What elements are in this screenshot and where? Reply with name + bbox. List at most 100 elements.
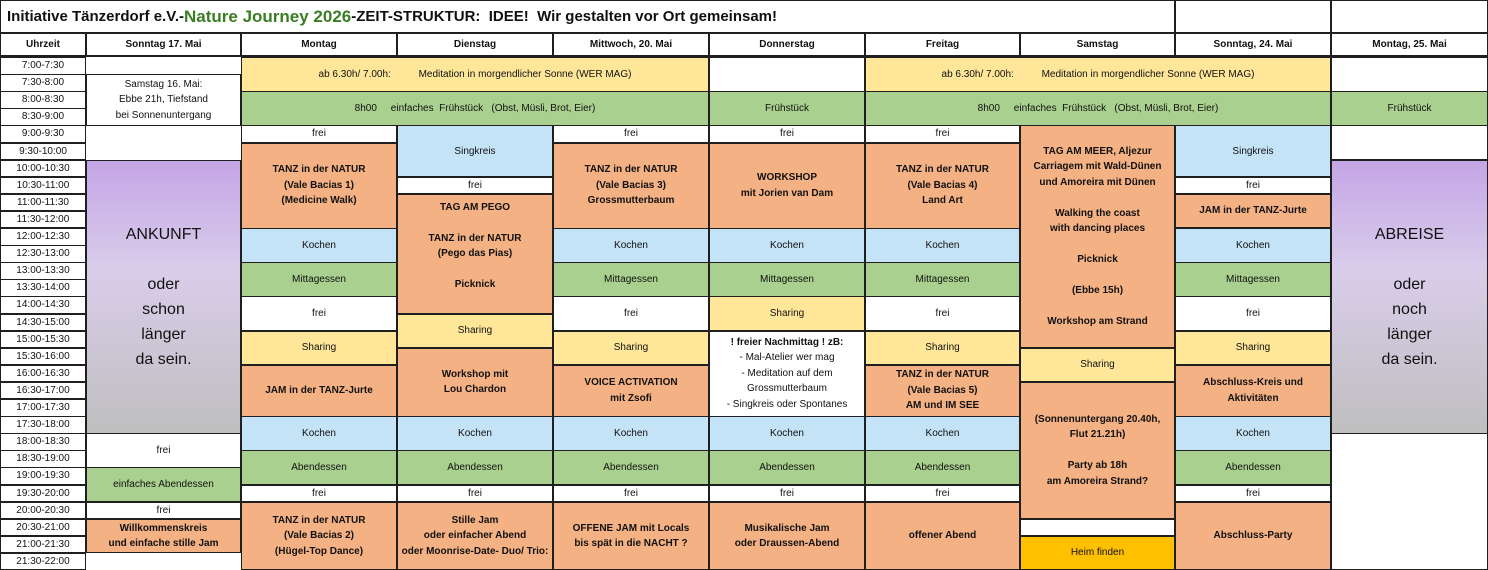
block-line: frei	[624, 307, 638, 319]
block-line	[1096, 520, 1099, 536]
block-line: mit Zsofi	[610, 392, 652, 404]
schedule-block-wed-sharing: Sharing	[553, 330, 709, 366]
block-line: TANZ in der NATUR	[584, 164, 678, 176]
block-line: frei	[312, 487, 326, 499]
schedule-block-wed-frei3: frei	[553, 484, 709, 503]
time-slot: 12:00-12:30	[0, 228, 86, 246]
block-line: (Vale Bacias 3)	[595, 179, 667, 191]
block-line: mit Jorien van Dam	[740, 187, 834, 199]
schedule-block-sun24-frei3: frei	[1175, 484, 1331, 503]
schedule-block-fri-mittag: Mittagessen	[865, 262, 1020, 297]
block-line: frei	[935, 307, 950, 319]
block-line: 8h00 einfaches Frühstück (Obst, Müsli, B…	[977, 102, 1219, 114]
block-line: (Hügel-Top Dance)	[274, 545, 364, 557]
block-line: OFFENE JAM mit Locals	[572, 522, 690, 534]
block-line: - Meditation auf dem	[741, 367, 833, 379]
schedule-block-wed-frei2: frei	[553, 296, 709, 332]
schedule-block-wed-voice: VOICE ACTIVATION mit Zsofi	[553, 364, 709, 417]
time-slot: 16:30-17:00	[0, 381, 86, 400]
time-slot: 20:30-21:00	[0, 518, 86, 537]
block-line: TAG AM PEGO	[440, 201, 510, 213]
block-line: Ebbe 21h, Tiefstand	[119, 94, 208, 106]
schedule-block-fri-frei1: frei	[865, 125, 1020, 143]
time-slot: 8:00-8:30	[0, 91, 86, 109]
schedule-block-thu-abend: Abendessen	[709, 450, 865, 485]
column-header: Sonntag, 24. Mai	[1175, 33, 1331, 57]
schedule-block-sun24-kochen1: Kochen	[1175, 228, 1331, 263]
block-line: frei	[624, 487, 638, 499]
block-line: WORKSHOP	[757, 172, 817, 183]
schedule-block-wed-kochen2: Kochen	[553, 416, 709, 451]
block-line: Walking the coast	[1055, 207, 1140, 219]
block-line	[1408, 135, 1411, 151]
schedule-block-mon-frei1: frei	[241, 125, 397, 143]
block-line: Workshop am Strand	[1047, 316, 1148, 328]
schedule-block-sun24-frei1: frei	[1175, 176, 1331, 195]
block-line: oder Moonrise-Date- Duo/ Trio:	[401, 545, 549, 557]
time-slot: 13:30-14:00	[0, 279, 86, 297]
time-slot: 18:00-18:30	[0, 433, 86, 451]
block-line: frei	[935, 487, 950, 499]
block-line: länger	[1387, 325, 1432, 343]
block-line: - Mal-Atelier wer mag	[739, 352, 835, 364]
block-line: TANZ in der NATUR	[272, 164, 366, 176]
block-line	[1408, 494, 1411, 510]
block-line: Singkreis	[1232, 145, 1274, 157]
block-line: AM und IM SEE	[905, 400, 980, 412]
schedule-block-sun17-frei1: frei	[86, 433, 241, 468]
time-slot: 15:30-16:00	[0, 347, 86, 366]
column-header: Montag	[241, 33, 397, 57]
block-line: frei	[156, 504, 171, 516]
column-header: Freitag	[865, 33, 1020, 57]
block-line: Abendessen	[914, 461, 971, 473]
schedule-block-mon-jam: JAM in der TANZ-Jurte	[241, 364, 397, 417]
block-line: VOICE ACTIVATION	[584, 377, 678, 389]
title-separator: -	[351, 8, 357, 25]
block-line: Workshop mit	[441, 368, 509, 380]
block-line: Kochen	[302, 239, 336, 251]
block-line: Frühstück	[765, 102, 809, 114]
block-line: oder	[147, 275, 180, 293]
block-line: TANZ in der NATUR	[896, 164, 989, 176]
org-name: Initiative Tänzerdorf e.V.	[7, 8, 179, 25]
schedule-block-mon-tanz2: TANZ in der NATUR(Vale Bacias 2)(Hügel-T…	[241, 501, 397, 570]
block-line: Kochen	[925, 239, 960, 251]
schedule-block-fri-frei3: frei	[865, 484, 1020, 503]
block-line: - Singkreis oder Spontanes	[726, 398, 848, 410]
block-line	[474, 262, 477, 278]
time-slot: 15:00-15:30	[0, 330, 86, 349]
time-slot: 14:00-14:30	[0, 296, 86, 314]
block-line: noch	[1392, 300, 1427, 318]
block-line: frei	[1246, 179, 1260, 191]
time-slot: 7:30-8:00	[0, 74, 86, 92]
schedule-block-wed-kochen1: Kochen	[553, 228, 709, 263]
block-line: (Vale Bacias 5)	[907, 384, 978, 396]
column-header: Montag, 25. Mai	[1331, 33, 1488, 57]
page-subtitle: ZEIT-STRUKTUR: IDEE! Wir gestalten vor O…	[356, 8, 778, 25]
block-line	[474, 293, 477, 309]
block-line: Kochen	[1236, 239, 1270, 251]
block-line: Land Art	[922, 195, 963, 207]
schedule-block-sat-party: (Sonnenuntergang 20.40h,Flut 21.21h) Par…	[1020, 381, 1175, 520]
block-line: Musikalische Jam	[744, 522, 830, 534]
schedule-block-fruehstueck-1: 8h00 einfaches Frühstück (Obst, Müsli, B…	[241, 91, 709, 126]
block-line	[161, 247, 165, 272]
schedule-block-sun24-party: Abschluss-Party	[1175, 501, 1331, 570]
schedule-block-fruehstueck-2: 8h00 einfaches Frühstück (Obst, Müsli, B…	[865, 91, 1331, 126]
schedule-block-fri-frei2: frei	[865, 296, 1020, 332]
block-line: Kochen	[302, 427, 336, 439]
block-line: Sharing	[301, 342, 337, 354]
schedule-block-sun24-abend: Abendessen	[1175, 450, 1331, 485]
schedule-block-mon25-fruehstueck: Frühstück	[1331, 91, 1488, 126]
block-line: Grossmutterbaum	[587, 195, 675, 207]
block-line: frei	[624, 128, 638, 140]
block-line: Abendessen	[291, 461, 347, 473]
schedule-block-sun24-mittag: Mittagessen	[1175, 262, 1331, 297]
block-line: Flut 21.21h)	[1069, 429, 1126, 441]
schedule-block-sat-sharing: Sharing	[1020, 347, 1175, 383]
block-line	[1096, 299, 1099, 315]
